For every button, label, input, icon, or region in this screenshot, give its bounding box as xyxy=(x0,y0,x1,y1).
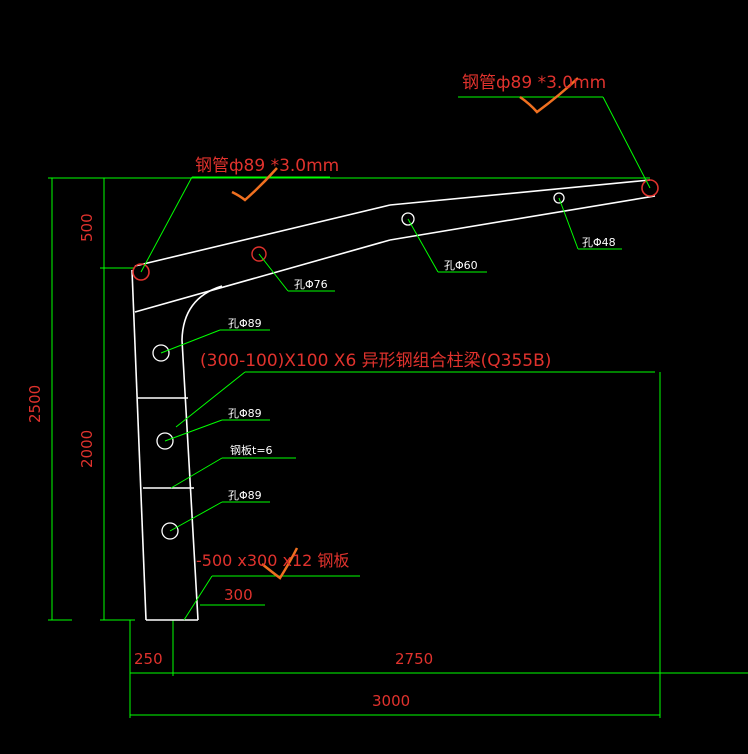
label-hole-60: 孔Φ60 xyxy=(444,259,478,272)
hole-48-circle xyxy=(553,192,565,204)
label-hole-89-b: 孔Φ89 xyxy=(228,407,262,420)
dim-2750: 2750 xyxy=(395,650,433,668)
label-hole-76: 孔Φ76 xyxy=(294,278,328,291)
hole-89a-circle xyxy=(152,344,170,362)
holes xyxy=(152,192,565,540)
hole-89b-circle xyxy=(156,432,174,450)
label-hole-48: 孔Φ48 xyxy=(582,236,616,249)
pipe-right-circle xyxy=(641,179,659,197)
dim-500: 500 xyxy=(78,213,96,242)
label-column-beam: (300-100)X100 X6 异形钢组合柱梁(Q355B) xyxy=(200,351,551,371)
dimension-lines xyxy=(48,177,748,718)
hole-60-circle xyxy=(401,212,415,226)
pipes xyxy=(132,179,659,281)
dim-300: 300 xyxy=(224,586,253,604)
labels: 钢管ф89 *3.0mm 钢管ф89 *3.0mm 孔Φ48 孔Φ60 孔Φ76… xyxy=(26,73,616,710)
dim-250: 250 xyxy=(134,650,163,668)
check-mark-base xyxy=(261,547,299,580)
label-pipe-top-right: 钢管ф89 *3.0mm xyxy=(462,73,606,93)
dim-3000: 3000 xyxy=(372,692,410,710)
label-hole-89-c: 孔Φ89 xyxy=(228,489,262,502)
label-base-plate: -500 x300 x12 钢板 xyxy=(196,551,349,570)
leader-lines xyxy=(140,96,655,621)
hole-76-circle xyxy=(251,246,267,262)
pipe-left-circle xyxy=(132,263,150,281)
label-hole-89-a: 孔Φ89 xyxy=(228,317,262,330)
check-mark-top xyxy=(519,77,579,114)
dim-2000: 2000 xyxy=(78,430,96,468)
dim-2500: 2500 xyxy=(26,385,44,423)
label-plate-t6: 钢板t=6 xyxy=(230,443,273,457)
annotation-marks xyxy=(231,77,579,580)
hole-89c-circle xyxy=(161,522,179,540)
label-pipe-left: 钢管ф89 *3.0mm xyxy=(195,156,339,176)
frame-structure xyxy=(131,179,656,621)
check-mark-left xyxy=(231,167,278,202)
